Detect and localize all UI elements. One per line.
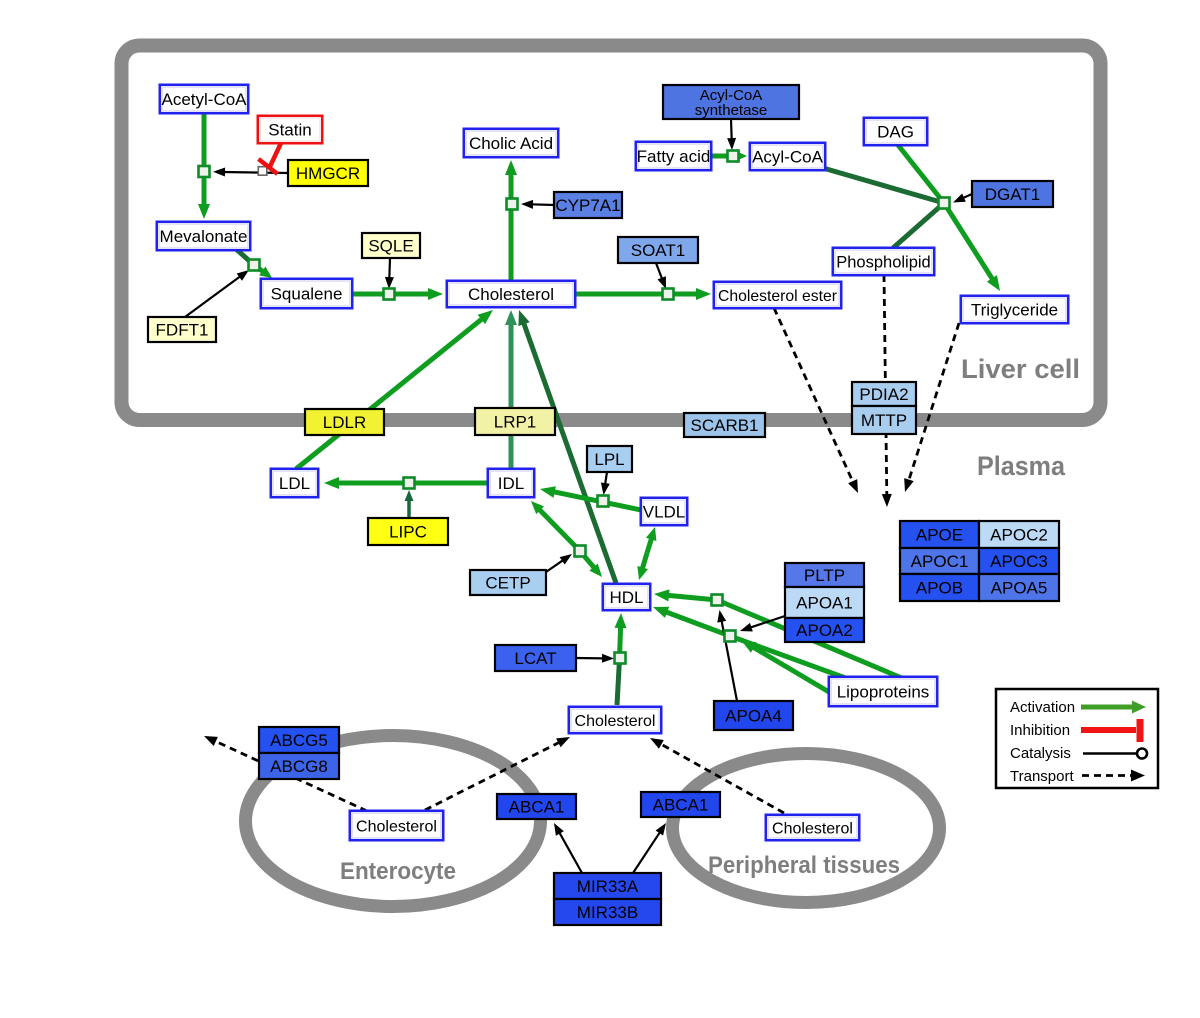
svg-text:LDL: LDL <box>279 474 310 493</box>
svg-text:Activation: Activation <box>1010 699 1075 716</box>
svg-text:CETP: CETP <box>485 574 530 593</box>
svg-text:DGAT1: DGAT1 <box>985 185 1040 204</box>
svg-text:Statin: Statin <box>268 121 311 140</box>
svg-text:Inhibition: Inhibition <box>1010 722 1070 739</box>
svg-text:MIR33B: MIR33B <box>577 903 638 922</box>
svg-text:APOC1: APOC1 <box>911 552 969 571</box>
svg-text:APOA1: APOA1 <box>796 594 853 613</box>
svg-text:ABCA1: ABCA1 <box>653 796 709 815</box>
svg-text:PDIA2: PDIA2 <box>859 385 908 404</box>
svg-text:Lipoproteins: Lipoproteins <box>837 683 930 702</box>
svg-text:LIPC: LIPC <box>389 523 427 542</box>
svg-text:Enterocyte: Enterocyte <box>340 858 456 885</box>
svg-text:APOA5: APOA5 <box>991 579 1048 598</box>
svg-text:HMGCR: HMGCR <box>296 164 360 183</box>
svg-text:Cholic Acid: Cholic Acid <box>469 134 553 153</box>
svg-text:Cholesterol: Cholesterol <box>468 285 554 304</box>
svg-text:VLDL: VLDL <box>643 503 686 522</box>
svg-text:Cholesterol: Cholesterol <box>772 821 853 838</box>
svg-text:APOC2: APOC2 <box>990 526 1048 545</box>
svg-text:DAG: DAG <box>877 123 914 142</box>
svg-text:Liver cell: Liver cell <box>961 354 1080 384</box>
svg-text:ABCA1: ABCA1 <box>509 798 565 817</box>
svg-text:Fatty acid: Fatty acid <box>637 147 711 166</box>
svg-text:APOB: APOB <box>916 579 963 598</box>
svg-text:HDL: HDL <box>609 588 643 607</box>
svg-text:Peripheral tissues: Peripheral tissues <box>708 852 900 879</box>
svg-text:Acetyl-CoA: Acetyl-CoA <box>161 90 247 109</box>
svg-text:IDL: IDL <box>498 474 524 493</box>
svg-text:Mevalonate: Mevalonate <box>160 227 248 246</box>
svg-text:LPL: LPL <box>594 450 624 469</box>
svg-text:APOA4: APOA4 <box>725 707 782 726</box>
svg-text:Phospholipid: Phospholipid <box>836 254 931 272</box>
svg-text:Cholesterol ester: Cholesterol ester <box>718 288 838 305</box>
svg-text:Catalysis: Catalysis <box>1010 745 1071 762</box>
svg-text:FDFT1: FDFT1 <box>156 321 209 340</box>
svg-text:Transport: Transport <box>1010 768 1074 785</box>
svg-text:SOAT1: SOAT1 <box>631 241 685 260</box>
svg-text:synthetase: synthetase <box>695 102 768 119</box>
svg-text:APOC3: APOC3 <box>990 552 1048 571</box>
svg-text:LRP1: LRP1 <box>494 413 537 432</box>
svg-text:PLTP: PLTP <box>804 566 845 585</box>
svg-text:SQLE: SQLE <box>368 237 413 256</box>
svg-text:Cholesterol: Cholesterol <box>356 819 437 836</box>
svg-text:APOA2: APOA2 <box>796 621 853 640</box>
svg-text:ABCG8: ABCG8 <box>270 757 328 776</box>
svg-text:Squalene: Squalene <box>271 285 343 304</box>
svg-text:LCAT: LCAT <box>514 649 556 668</box>
svg-text:SCARB1: SCARB1 <box>690 416 758 435</box>
svg-text:LDLR: LDLR <box>323 413 366 432</box>
svg-text:Triglyceride: Triglyceride <box>971 301 1058 320</box>
svg-text:Acyl-CoA: Acyl-CoA <box>752 148 824 167</box>
svg-text:MTTP: MTTP <box>861 411 907 430</box>
svg-text:CYP7A1: CYP7A1 <box>555 196 620 215</box>
svg-text:Cholesterol: Cholesterol <box>575 713 656 730</box>
svg-text:MIR33A: MIR33A <box>577 877 639 896</box>
svg-text:APOE: APOE <box>916 526 963 545</box>
svg-text:ABCG5: ABCG5 <box>270 731 328 750</box>
svg-text:Plasma: Plasma <box>977 451 1066 481</box>
